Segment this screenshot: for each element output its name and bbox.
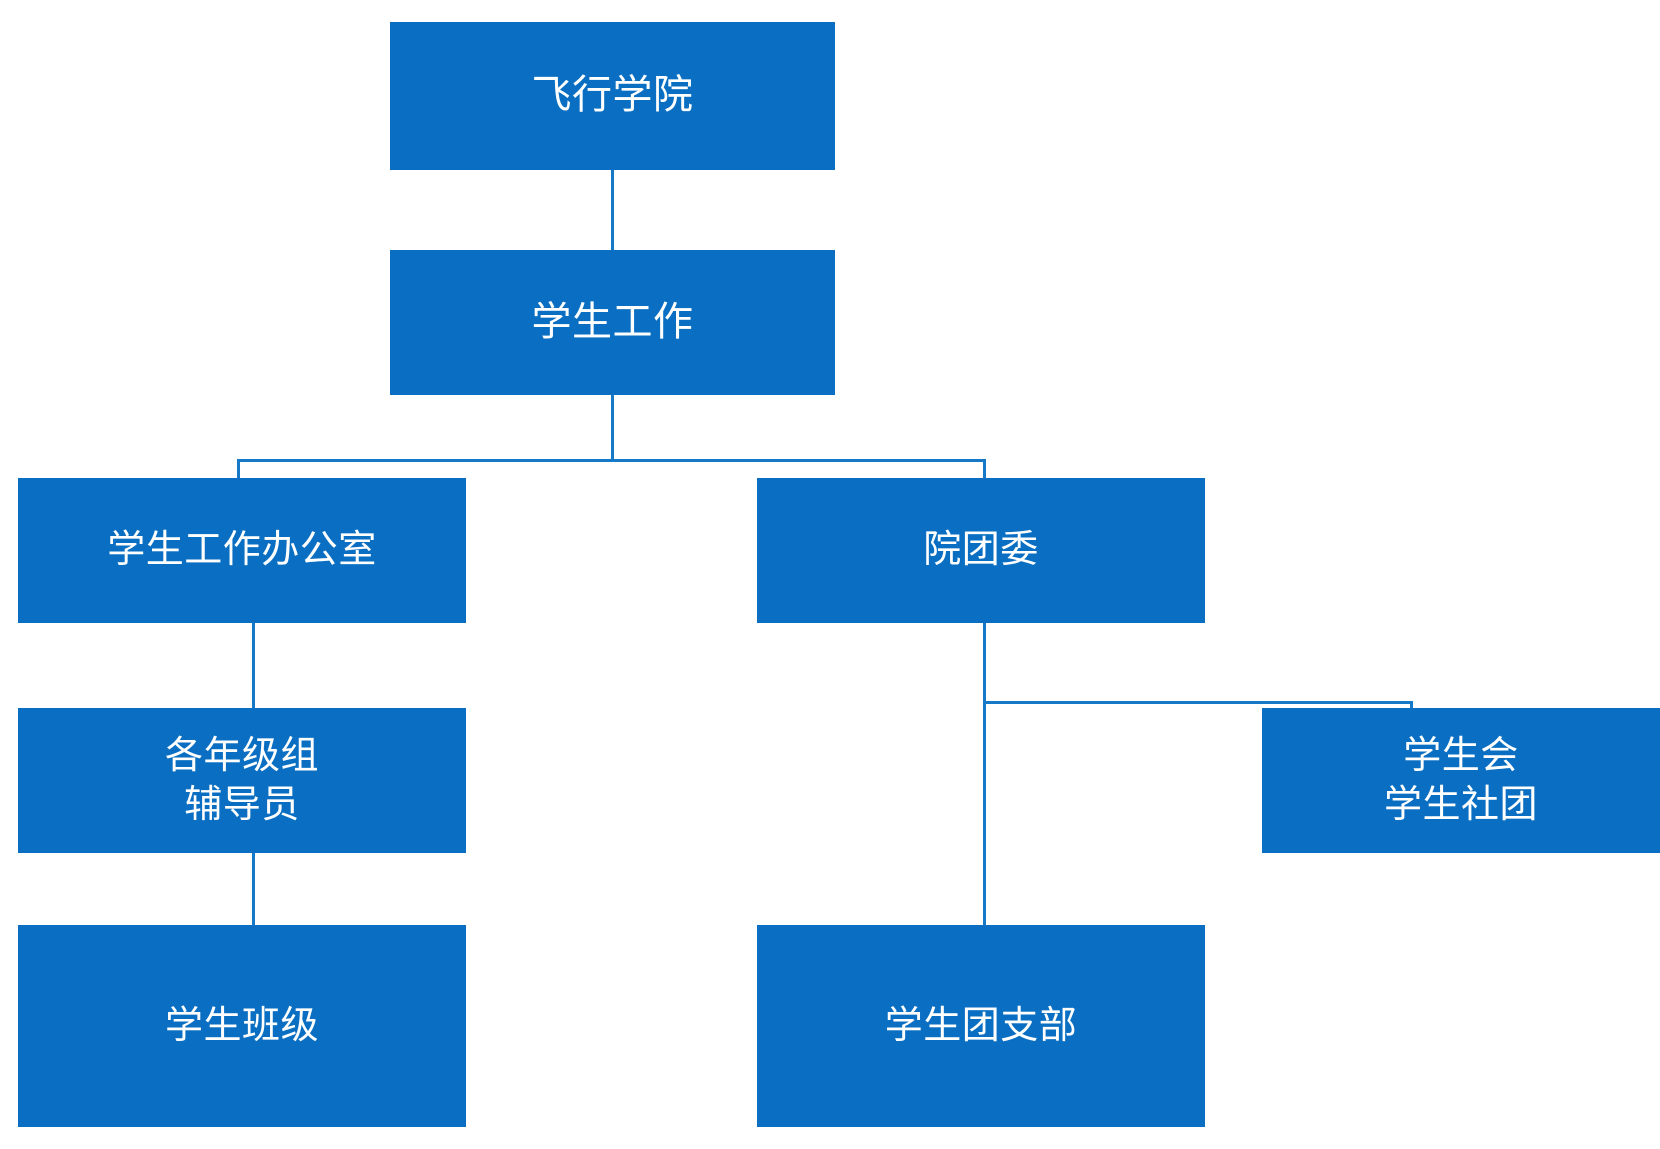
node-student-league-branch-label: 学生团支部	[884, 1004, 1078, 1047]
connector-level2-bus	[237, 459, 986, 462]
connector-youth-league-branch-bus	[983, 701, 1413, 704]
connector-bus-to-student-office	[237, 459, 240, 478]
connector-bus-to-youth-league	[983, 459, 986, 478]
node-grade-groups-counselors-label: 各年级组 辅导员	[164, 734, 319, 826]
node-student-work-label: 学生工作	[531, 299, 694, 344]
node-student-work[interactable]: 学生工作	[390, 250, 835, 395]
node-student-work-office[interactable]: 学生工作办公室	[18, 478, 466, 623]
node-youth-league-committee[interactable]: 院团委	[757, 478, 1205, 623]
node-student-union-clubs-label: 学生会 学生社团	[1383, 734, 1538, 826]
connector-youth-league-to-league-branch	[983, 623, 986, 925]
node-student-league-branch[interactable]: 学生团支部	[757, 925, 1205, 1127]
connector-student-work-stem	[611, 395, 614, 461]
connector-grade-groups-to-student-class	[252, 853, 255, 925]
node-student-union-clubs[interactable]: 学生会 学生社团	[1262, 708, 1660, 853]
connector-student-office-to-grade-groups	[252, 623, 255, 708]
node-youth-league-committee-label: 院团委	[923, 529, 1039, 572]
node-student-class-label: 学生班级	[164, 1004, 319, 1047]
connector-root-to-student-work	[611, 170, 614, 250]
node-student-class[interactable]: 学生班级	[18, 925, 466, 1127]
node-grade-groups-counselors[interactable]: 各年级组 辅导员	[18, 708, 466, 853]
node-student-work-office-label: 学生工作办公室	[107, 529, 377, 572]
node-root-label: 飞行学院	[531, 73, 694, 118]
node-root[interactable]: 飞行学院	[390, 22, 835, 170]
